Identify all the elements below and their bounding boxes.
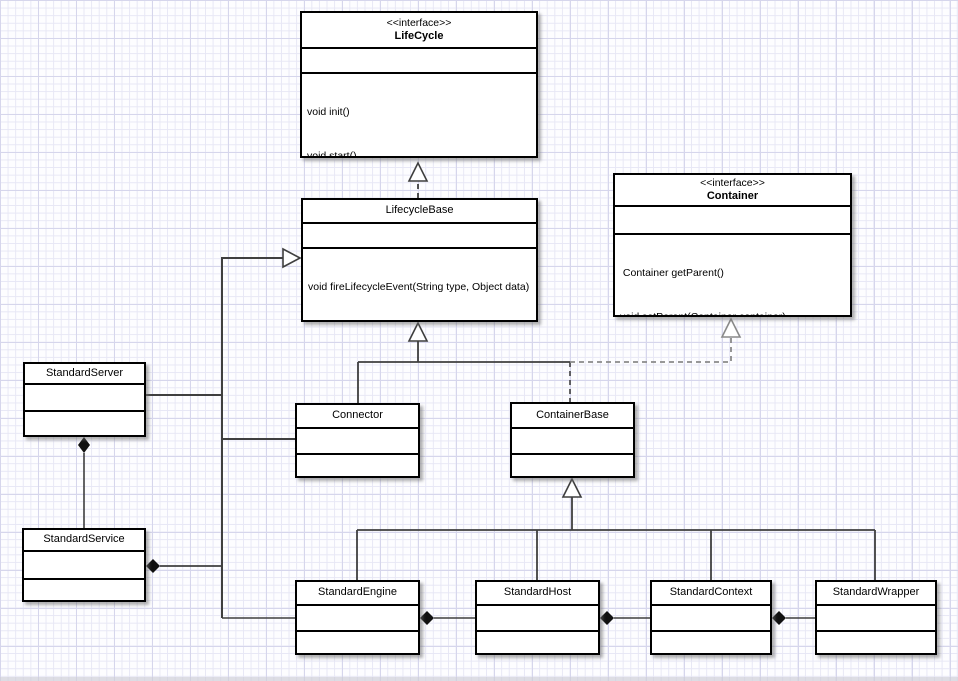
methods-section bbox=[25, 410, 144, 435]
class-box-standardhost: StandardHost bbox=[475, 580, 600, 655]
class-box-lifecycle: <<interface>> LifeCycle void init() void… bbox=[300, 11, 538, 158]
class-name: ContainerBase bbox=[536, 408, 609, 421]
class-name: LifeCycle bbox=[394, 29, 444, 42]
class-title: <<interface>> Container bbox=[615, 175, 850, 205]
class-title: StandardServer bbox=[25, 364, 144, 383]
method-label: Container getParent() bbox=[620, 267, 724, 279]
methods-section: void fireLifecycleEvent(String type, Obj… bbox=[303, 247, 536, 320]
class-box-standardservice: StandardService bbox=[22, 528, 146, 602]
realization-lifecyclebase-to-lifecycle bbox=[407, 161, 429, 198]
class-title: StandardHost bbox=[477, 582, 598, 604]
methods-section bbox=[817, 630, 935, 653]
methods-section bbox=[477, 630, 598, 653]
class-title: Connector bbox=[297, 405, 418, 427]
attributes-section bbox=[24, 550, 144, 578]
attributes-section bbox=[477, 604, 598, 630]
stereotype-label: <<interface>> bbox=[700, 176, 765, 189]
attributes-section bbox=[652, 604, 770, 630]
methods-section bbox=[297, 453, 418, 476]
method-label: void fireLifecycleEvent(String type, Obj… bbox=[308, 281, 530, 293]
class-box-standardengine: StandardEngine bbox=[295, 580, 420, 655]
class-box-standardserver: StandardServer bbox=[23, 362, 146, 437]
methods-section bbox=[24, 578, 144, 600]
attributes-section bbox=[817, 604, 935, 630]
canvas-bottom-edge bbox=[0, 677, 958, 681]
attributes-section bbox=[302, 47, 536, 72]
class-box-connector: Connector bbox=[295, 403, 420, 478]
composition-host-context bbox=[600, 611, 650, 625]
method-label: void setParent(Container container) bbox=[620, 310, 847, 316]
attributes-section bbox=[297, 604, 418, 630]
class-box-containerbase: ContainerBase bbox=[510, 402, 635, 478]
class-name: LifecycleBase bbox=[385, 204, 454, 217]
class-name: StandardServer bbox=[45, 366, 124, 379]
class-title: StandardService bbox=[24, 530, 144, 550]
method-label: void init() bbox=[307, 106, 350, 118]
class-box-container: <<interface>> Container Container getPar… bbox=[613, 173, 852, 317]
class-box-standardwrapper: StandardWrapper bbox=[815, 580, 937, 655]
class-title: LifecycleBase bbox=[303, 200, 536, 222]
hollow-triangle-icon bbox=[407, 161, 429, 182]
methods-section bbox=[297, 630, 418, 653]
methods-section: Container getParent() void setParent(Con… bbox=[615, 233, 850, 315]
class-title: ContainerBase bbox=[512, 404, 633, 427]
class-box-lifecyclebase: LifecycleBase void fireLifecycleEvent(St… bbox=[301, 198, 538, 322]
hollow-triangle-icon bbox=[561, 477, 583, 498]
attributes-section bbox=[297, 427, 418, 453]
class-name: StandardWrapper bbox=[832, 586, 920, 599]
composition-diamond-icon bbox=[600, 611, 614, 625]
class-name: StandardService bbox=[43, 533, 125, 546]
attributes-section bbox=[512, 427, 633, 453]
attributes-section bbox=[303, 222, 536, 247]
composition-context-wrapper bbox=[772, 611, 815, 625]
class-title: StandardContext bbox=[652, 582, 770, 604]
composition-diamond-icon bbox=[78, 437, 90, 453]
composition-diamond-icon bbox=[146, 559, 160, 573]
class-name: StandardContext bbox=[669, 586, 753, 599]
methods-section bbox=[512, 453, 633, 476]
composition-engine-host bbox=[420, 611, 475, 625]
generalization-trunk-left bbox=[146, 247, 302, 619]
composition-diamond-icon bbox=[772, 611, 786, 625]
class-name: StandardHost bbox=[503, 586, 572, 599]
generalization-to-lifecyclebase-bottom bbox=[357, 321, 571, 403]
class-title: <<interface>> LifeCycle bbox=[302, 13, 536, 47]
composition-server-service bbox=[78, 437, 90, 528]
stereotype-label: <<interface>> bbox=[386, 16, 452, 29]
methods-section bbox=[652, 630, 770, 653]
class-name: StandardEngine bbox=[318, 586, 397, 599]
generalization-fan-to-containerbase bbox=[356, 477, 876, 580]
method-label: void start() bbox=[307, 149, 357, 157]
methods-section: void init() void start() void stop() voi… bbox=[302, 72, 536, 156]
hollow-triangle-icon bbox=[407, 321, 429, 342]
realization-containerbase-to-container bbox=[570, 317, 742, 363]
hollow-triangle-icon bbox=[282, 247, 302, 269]
hollow-triangle-icon bbox=[720, 317, 742, 338]
class-name: Container bbox=[706, 189, 759, 202]
composition-service-branch bbox=[146, 559, 222, 573]
class-title: StandardWrapper bbox=[817, 582, 935, 604]
class-name: Connector bbox=[332, 409, 383, 422]
attributes-section bbox=[25, 383, 144, 410]
composition-diamond-icon bbox=[420, 611, 434, 625]
class-title: StandardEngine bbox=[297, 582, 418, 604]
attributes-section bbox=[615, 205, 850, 233]
class-box-standardcontext: StandardContext bbox=[650, 580, 772, 655]
